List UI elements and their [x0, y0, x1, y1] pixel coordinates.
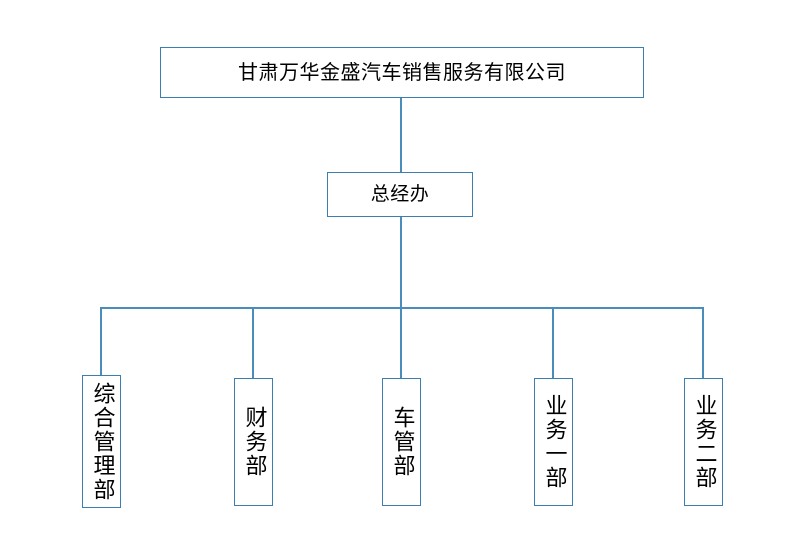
- node-department-business-one[interactable]: 业务一部: [534, 378, 573, 506]
- node-company[interactable]: 甘肃万华金盛汽车销售服务有限公司: [160, 47, 644, 98]
- connector-drop-department-2: [252, 307, 254, 378]
- connector-drop-department-4: [552, 307, 554, 378]
- node-department-business-one-label: 业务一部: [541, 394, 567, 490]
- connector-drop-department-3: [400, 307, 402, 378]
- node-department-comprehensive-management[interactable]: 综合管理部: [82, 375, 121, 508]
- connector-management-to-bus: [400, 216, 402, 308]
- node-department-vehicle-management[interactable]: 车管部: [382, 378, 421, 506]
- node-general-manager-office-label: 总经办: [370, 182, 430, 205]
- node-company-label: 甘肃万华金盛汽车销售服务有限公司: [238, 60, 566, 85]
- connector-root-to-management: [400, 97, 402, 173]
- node-department-business-two-label: 业务二部: [691, 394, 717, 490]
- connector-horizontal-bus: [101, 307, 704, 309]
- node-department-finance-label: 财务部: [241, 406, 267, 478]
- node-general-manager-office[interactable]: 总经办: [327, 172, 473, 217]
- node-department-finance[interactable]: 财务部: [234, 378, 273, 506]
- connector-drop-department-1: [100, 307, 102, 375]
- node-department-business-two[interactable]: 业务二部: [684, 378, 723, 506]
- node-department-comprehensive-management-label: 综合管理部: [89, 381, 115, 502]
- node-department-vehicle-management-label: 车管部: [389, 406, 415, 478]
- connector-drop-department-5: [702, 307, 704, 378]
